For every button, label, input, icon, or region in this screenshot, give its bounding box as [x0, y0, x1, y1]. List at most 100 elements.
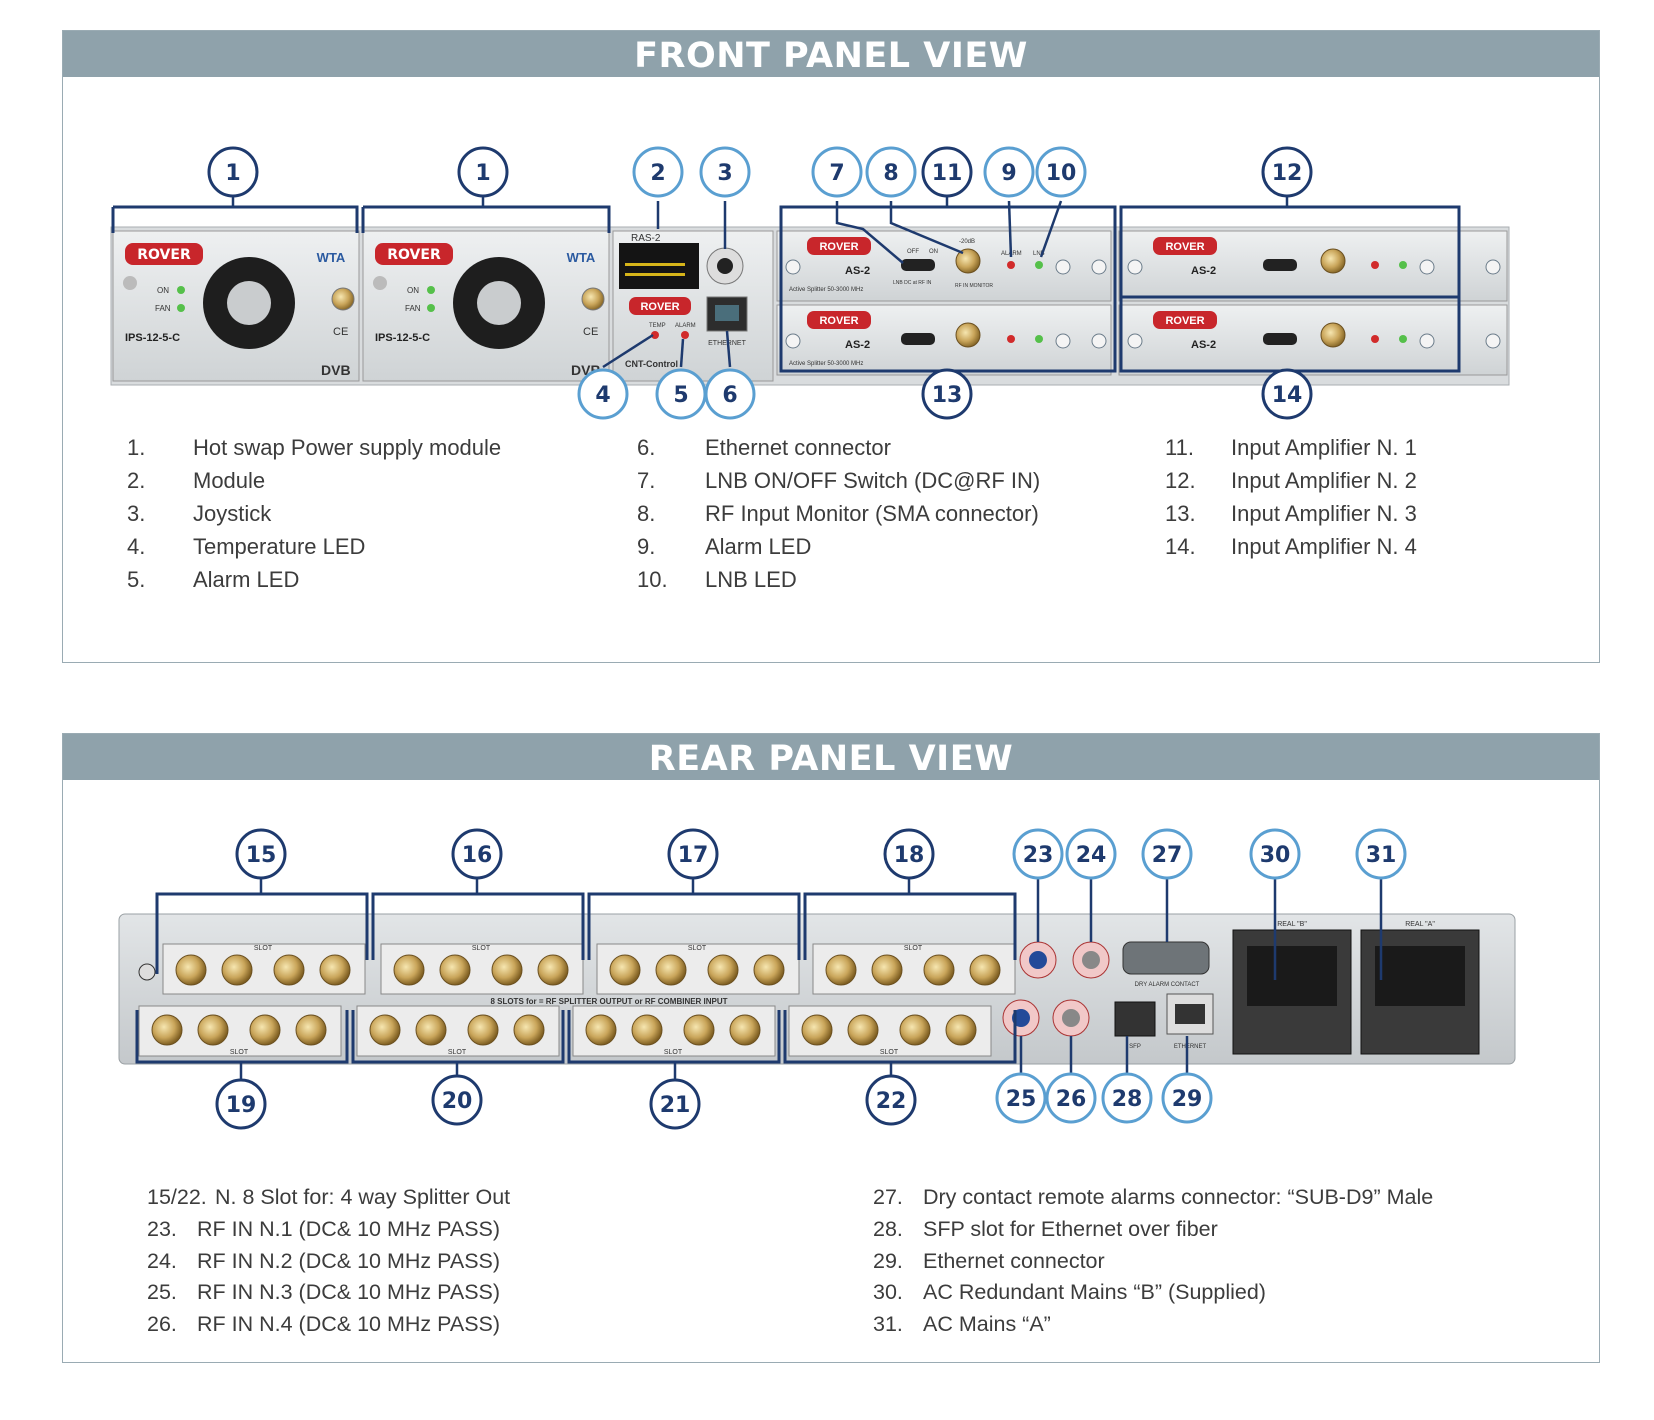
rf-in-4[interactable]	[1052, 999, 1090, 1037]
svg-text:SLOT: SLOT	[448, 1049, 467, 1056]
front-leader-lines	[231, 197, 1063, 369]
svg-text:15: 15	[246, 843, 277, 868]
sub-d9-connector[interactable]	[1122, 941, 1210, 975]
svg-text:RF IN MONITOR: RF IN MONITOR	[955, 283, 993, 289]
control-module: RAS-2 ROVER TEMP ALARM ETHERNET CNT-Cont…	[612, 230, 774, 382]
front-legend-col1: 1.Hot swap Power supply module 2.Module …	[127, 431, 501, 596]
legend-item: 13.Input Amplifier N. 3	[1165, 501, 1417, 526]
rf-monitor-sma-2[interactable]	[1320, 248, 1346, 274]
legend-item: 6.Ethernet connector	[637, 435, 891, 460]
psu-module-1: ROVER WTA ON FAN IPS-12-5-C DVB CE	[112, 230, 360, 382]
alarm-led-control	[681, 331, 689, 339]
amplifier-1: ROVER AS-2 Active Splitter 50-3000 MHz O…	[776, 230, 1112, 302]
svg-text:21: 21	[660, 1093, 691, 1118]
svg-text:WTA: WTA	[567, 250, 596, 265]
callout-29: 29	[1161, 1072, 1213, 1124]
svg-text:4: 4	[595, 383, 610, 408]
svg-text:AS-2: AS-2	[845, 265, 870, 277]
svg-text:IPS-12-5-C: IPS-12-5-C	[125, 332, 180, 344]
legend-item: 14.Input Amplifier N. 4	[1165, 534, 1417, 559]
lnb-led-amp-4	[1399, 335, 1407, 343]
svg-text:Active Splitter 50-3000 MHz: Active Splitter 50-3000 MHz	[789, 361, 863, 367]
svg-text:OFF: OFF	[907, 249, 919, 255]
alarm-led-amp-1	[1007, 261, 1015, 269]
callout-27: 27	[1141, 828, 1193, 880]
psu-brand-label: ROVER	[137, 247, 191, 263]
callout-1a: 1	[207, 146, 259, 198]
svg-text:28: 28	[1112, 1087, 1143, 1112]
callout-12: 12	[1261, 146, 1313, 198]
callout-10: 10	[1035, 146, 1087, 198]
rf-monitor-sma-3[interactable]	[955, 322, 981, 348]
svg-text:LNB DC at RF IN: LNB DC at RF IN	[893, 280, 932, 286]
front-legend-col3: 11.Input Amplifier N. 1 12.Input Amplifi…	[1165, 431, 1417, 563]
svg-text:SFP: SFP	[1129, 1044, 1141, 1050]
svg-text:ON: ON	[407, 286, 419, 295]
svg-text:ROVER: ROVER	[819, 241, 858, 253]
callout-2: 2	[632, 146, 684, 198]
svg-text:19: 19	[226, 1093, 257, 1118]
callout-7: 7	[811, 146, 863, 198]
svg-text:REAL "B": REAL "B"	[1277, 921, 1307, 928]
svg-text:AS-2: AS-2	[1191, 265, 1216, 277]
callout-6: 6	[704, 368, 756, 420]
svg-text:18: 18	[894, 843, 925, 868]
sfp-slot[interactable]	[1114, 1001, 1156, 1037]
svg-text:17: 17	[678, 843, 709, 868]
svg-text:ETHERNET: ETHERNET	[1174, 1044, 1207, 1050]
legend-item: 15/22.N. 8 Slot for: 4 way Splitter Out	[147, 1185, 511, 1209]
lnb-led-amp-1	[1035, 261, 1043, 269]
splitter-slots-bottom: SLOT SLOT SLOT SLOT	[138, 1005, 992, 1057]
rear-panel-title: REAR PANEL VIEW	[63, 734, 1599, 780]
amplifier-3: ROVER AS-2 Active Splitter 50-3000 MHz	[776, 304, 1112, 376]
lnb-switch-2[interactable]	[1263, 259, 1297, 271]
svg-text:13: 13	[932, 383, 963, 408]
svg-text:-20dB: -20dB	[959, 239, 975, 245]
svg-text:20: 20	[442, 1089, 473, 1114]
legend-item: 7.LNB ON/OFF Switch (DC@RF IN)	[637, 468, 1041, 493]
callout-19: 19	[215, 1078, 267, 1130]
svg-text:SLOT: SLOT	[664, 1049, 683, 1056]
amplifier-2: ROVER AS-2	[1118, 230, 1508, 302]
legend-item: 4.Temperature LED	[127, 534, 366, 559]
callout-30: 30	[1249, 828, 1301, 880]
callout-11: 11	[921, 146, 973, 198]
svg-text:5: 5	[673, 383, 688, 408]
svg-text:8: 8	[883, 161, 898, 186]
amplifier-4: ROVER AS-2	[1118, 304, 1508, 376]
callout-24: 24	[1065, 828, 1117, 880]
svg-text:7: 7	[829, 161, 844, 186]
rf-monitor-sma-4[interactable]	[1320, 322, 1346, 348]
lnb-switch-1[interactable]	[901, 259, 935, 271]
rf-in-3[interactable]	[1002, 999, 1040, 1037]
svg-text:16: 16	[462, 843, 493, 868]
svg-text:SLOT: SLOT	[254, 945, 273, 952]
svg-text:3: 3	[717, 161, 732, 186]
svg-text:LNB: LNB	[1033, 251, 1045, 257]
callout-8: 8	[865, 146, 917, 198]
rf-in-1[interactable]	[1019, 941, 1057, 979]
splitter-slots-top: SLOT SLOT SLOT SLOT	[138, 943, 1016, 995]
ac-mains-b[interactable]: REAL "B"	[1232, 921, 1352, 1055]
alarm-led-amp-4	[1371, 335, 1379, 343]
svg-text:ROVER: ROVER	[640, 301, 679, 313]
rf-in-2[interactable]	[1072, 941, 1110, 979]
svg-text:RAS-2: RAS-2	[631, 233, 661, 244]
svg-text:31: 31	[1366, 843, 1397, 868]
ac-mains-a[interactable]: REAL "A"	[1360, 921, 1480, 1055]
lnb-switch-4[interactable]	[1263, 333, 1297, 345]
svg-text:AS-2: AS-2	[845, 339, 870, 351]
svg-text:ALARM: ALARM	[675, 323, 696, 329]
rear-panel-diagram: SLOT SLOT SLOT SLOT 8 SLOTS for = RF SPL…	[118, 828, 1516, 1130]
rf-monitor-sma-1[interactable]	[955, 248, 981, 274]
legend-item: 5.Alarm LED	[127, 567, 300, 592]
legend-item: 1.Hot swap Power supply module	[127, 435, 502, 460]
rear-panel-section: REAR PANEL VIEW SLOT	[62, 733, 1600, 1363]
legend-item: 29.Ethernet connector	[873, 1248, 1105, 1273]
lnb-switch-3[interactable]	[901, 333, 935, 345]
svg-text:AS-2: AS-2	[1191, 339, 1216, 351]
svg-text:ON: ON	[929, 249, 938, 255]
legend-item: 8.RF Input Monitor (SMA connector)	[637, 501, 1039, 526]
svg-text:22: 22	[876, 1089, 907, 1114]
callout-5: 5	[655, 368, 707, 420]
